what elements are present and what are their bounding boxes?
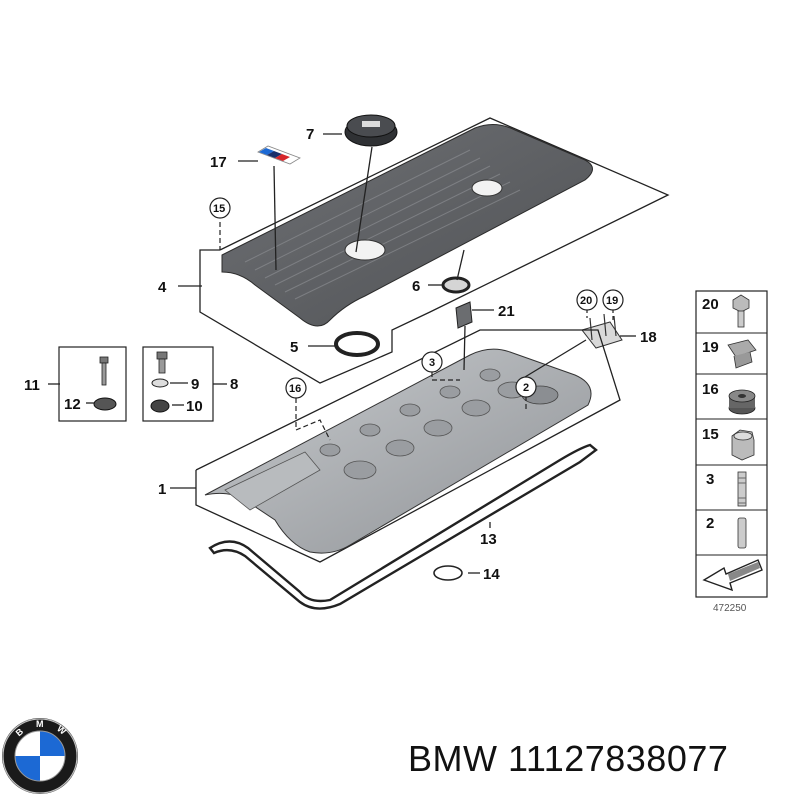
legend-clip-19	[727, 339, 757, 369]
svg-text:20: 20	[580, 295, 592, 307]
seal-ring-5[interactable]	[334, 331, 380, 357]
svg-text:16: 16	[289, 383, 301, 395]
callout-12[interactable]: 12	[64, 396, 81, 413]
circled-callout-20[interactable]: 20	[576, 289, 598, 311]
cover-group-outline	[199, 117, 670, 384]
brand-and-part-number: BMW 11127838077	[408, 738, 728, 780]
callout-17[interactable]: 17	[210, 154, 227, 171]
bracket-18[interactable]	[581, 313, 623, 349]
grommet-12[interactable]	[93, 397, 117, 411]
o-ring-14[interactable]	[433, 565, 463, 581]
rubber-mount-6[interactable]	[441, 276, 471, 294]
svg-text:19: 19	[606, 295, 618, 307]
bmw-roundel-logo: B M W	[2, 718, 78, 794]
circled-callout-15[interactable]: 15	[209, 197, 231, 219]
legend-bolt-20	[732, 294, 750, 328]
legend-pin-2	[737, 517, 747, 549]
legend-stud-3	[737, 471, 747, 507]
legend-label-20[interactable]: 20	[702, 296, 719, 313]
legend-grommet-16	[728, 389, 756, 415]
circled-callout-3[interactable]: 3	[421, 351, 443, 373]
callout-10[interactable]: 10	[186, 398, 203, 415]
callout-21[interactable]: 21	[498, 303, 515, 320]
valve-cover-group-outline	[195, 329, 621, 563]
callout-7[interactable]: 7	[306, 126, 314, 143]
svg-text:15: 15	[213, 203, 225, 215]
washer-9[interactable]	[151, 378, 169, 388]
legend-nut-15	[731, 429, 755, 461]
valve-cover-gasket[interactable]	[208, 443, 598, 610]
bolt-8[interactable]	[156, 351, 168, 374]
callout-18[interactable]: 18	[640, 329, 657, 346]
circled-callout-2[interactable]: 2	[515, 376, 537, 398]
callout-1[interactable]: 1	[158, 481, 166, 498]
legend-label-16[interactable]: 16	[702, 381, 719, 398]
circled-callout-19[interactable]: 19	[602, 289, 624, 311]
callout-8[interactable]: 8	[230, 376, 238, 393]
grommet-10[interactable]	[150, 399, 170, 413]
svg-text:B: B	[14, 726, 26, 738]
bracket-21[interactable]	[455, 301, 473, 329]
callout-4[interactable]: 4	[158, 279, 167, 296]
legend-label-3[interactable]: 3	[706, 471, 714, 488]
bolt-11[interactable]	[99, 356, 109, 386]
svg-text:3: 3	[429, 357, 435, 369]
circled-callouts: 15 16 3 2 20 19	[209, 197, 624, 399]
legend-arrow-icon	[702, 559, 763, 592]
diagram-reference-number: 472250	[713, 603, 747, 614]
callout-5[interactable]: 5	[290, 339, 298, 356]
valve-cover[interactable]	[204, 348, 592, 554]
legend-panel: 20 19 16 15 3 2	[695, 290, 768, 614]
callouts: 7 17 4 5 6 21 18 1 11 12 9 10 8 13 14	[24, 126, 657, 583]
legend-label-2[interactable]: 2	[706, 515, 714, 532]
oil-filler-cap[interactable]	[344, 114, 398, 147]
m-emblem[interactable]	[257, 145, 301, 165]
legend-label-15[interactable]: 15	[702, 426, 719, 443]
engine-cover[interactable]	[221, 124, 593, 327]
callout-14[interactable]: 14	[483, 566, 500, 583]
circled-callout-16[interactable]: 16	[285, 377, 307, 399]
brand-name: BMW	[408, 738, 498, 779]
legend-label-19[interactable]: 19	[702, 339, 719, 356]
callout-6[interactable]: 6	[412, 278, 420, 295]
svg-text:M: M	[36, 719, 44, 729]
part-number: 11127838077	[508, 738, 729, 779]
callout-13[interactable]: 13	[480, 531, 497, 548]
callout-11[interactable]: 11	[24, 377, 40, 394]
callout-9[interactable]: 9	[191, 376, 199, 393]
svg-text:2: 2	[523, 382, 529, 394]
leader-lines	[48, 133, 636, 574]
